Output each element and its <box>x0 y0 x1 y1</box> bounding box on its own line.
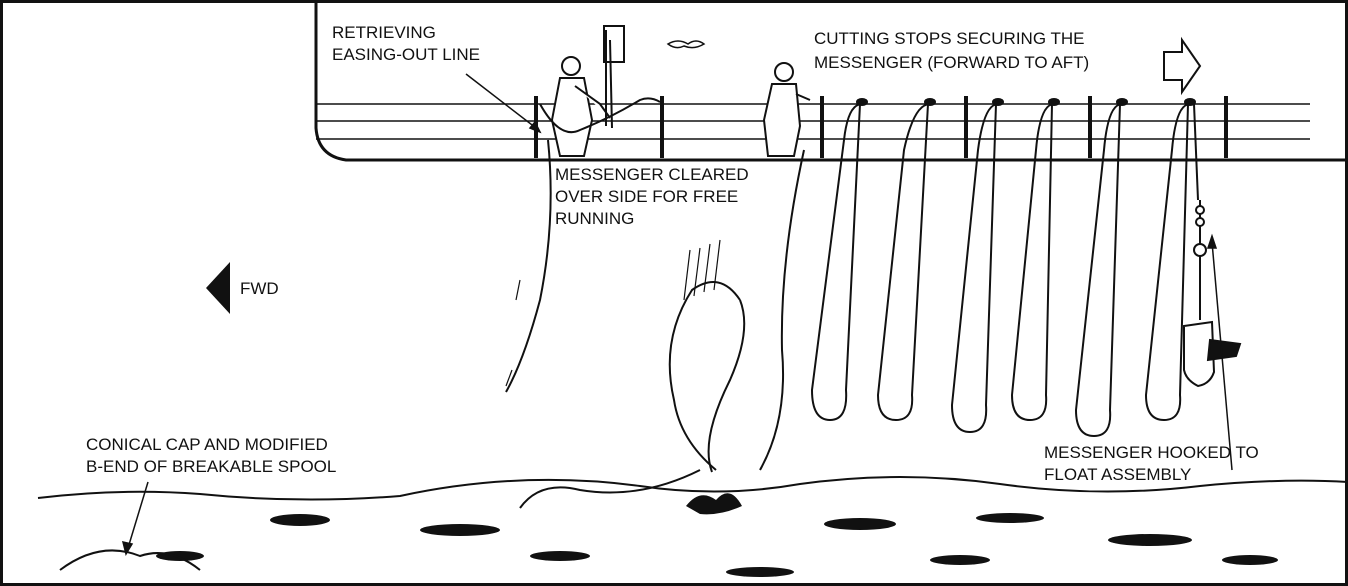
label-fwd: FWD <box>240 279 279 298</box>
sailor-retrieving-figure <box>540 26 660 156</box>
ship-hull <box>316 2 1348 160</box>
aft-arrow-icon <box>1164 40 1200 92</box>
sailor-cutting-figure <box>764 63 810 156</box>
callout-messenger-cleared: MESSENGER CLEARED OVER SIDE FOR FREE RUN… <box>555 165 749 228</box>
callout-conical-cap: CONICAL CAP AND MODIFIED B-END OF BREAKA… <box>86 435 336 476</box>
callout-cutting-stops: CUTTING STOPS SECURING THE MESSENGER (FO… <box>814 29 1089 72</box>
seabird-doodle <box>668 41 704 48</box>
label-cap-line1: CONICAL CAP AND MODIFIED <box>86 435 328 454</box>
deck-lifelines <box>316 104 1310 139</box>
label-cutting-line1: CUTTING STOPS SECURING THE <box>814 29 1084 48</box>
label-cleared-line2: OVER SIDE FOR FREE <box>555 187 738 206</box>
label-retrieving-line2: EASING-OUT LINE <box>332 45 480 64</box>
callout-retrieving: RETRIEVING EASING-OUT LINE <box>332 23 480 64</box>
label-cutting-line2: MESSENGER (FORWARD TO AFT) <box>814 53 1089 72</box>
label-cap-line2: B-END OF BREAKABLE SPOOL <box>86 457 336 476</box>
fwd-arrow-icon <box>206 262 230 314</box>
motion-strokes <box>506 240 720 386</box>
label-cleared-line3: RUNNING <box>555 209 634 228</box>
label-hooked-line2: FLOAT ASSEMBLY <box>1044 465 1191 484</box>
callout-hooked-float: MESSENGER HOOKED TO FLOAT ASSEMBLY <box>1044 443 1259 484</box>
label-cleared-line1: MESSENGER CLEARED <box>555 165 749 184</box>
messenger-flaked-loops <box>812 104 1198 436</box>
float-assembly <box>1184 200 1240 386</box>
label-retrieving-line1: RETRIEVING <box>332 23 436 42</box>
sea-foam <box>156 493 1278 577</box>
stop-knots <box>856 98 1196 106</box>
label-hooked-line1: MESSENGER HOOKED TO <box>1044 443 1259 462</box>
